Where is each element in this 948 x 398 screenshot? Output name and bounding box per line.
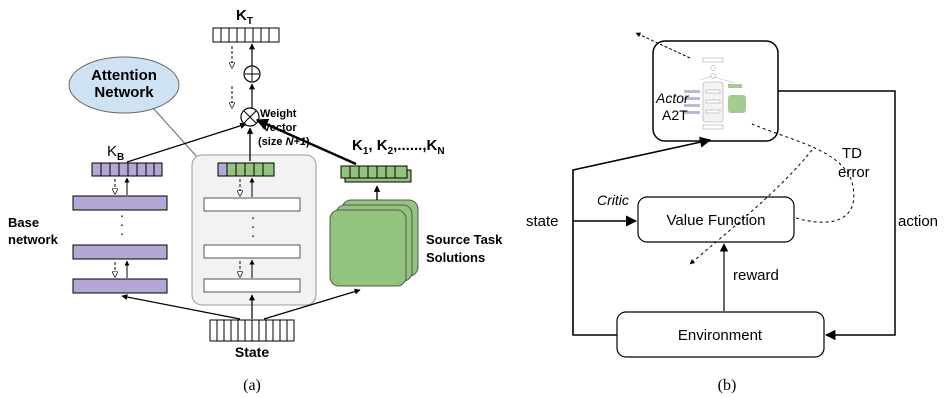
svg-text:·: · (120, 225, 125, 241)
actor-thumbnail (684, 57, 746, 130)
attention-panel (191, 154, 317, 306)
reward-label: reward (733, 267, 779, 284)
attn-layer-2 (203, 244, 301, 259)
weight-vector-line2: Vector (263, 122, 297, 134)
base-layer-3 (72, 278, 168, 294)
base-layer-2 (72, 244, 168, 260)
action-arrow (778, 90, 896, 341)
base-network-line1: Base (8, 215, 39, 230)
td-line2: error (838, 164, 870, 181)
source-tasks-line1: Source Task (426, 232, 503, 247)
source-task-boxes (329, 199, 419, 287)
attn-layer-3 (203, 278, 301, 293)
caption-b: (b) (718, 377, 737, 394)
attn-layer-1 (203, 197, 301, 212)
kb-vector (91, 162, 163, 177)
critic-label: Critic (597, 192, 629, 208)
state-to-actor-arrow (572, 136, 712, 336)
environment-label: Environment (678, 327, 763, 344)
value-function-label: Value Function (667, 212, 766, 229)
panel-a: KT Attention Network Weight Vector (size (8, 7, 503, 394)
svg-text:·: · (251, 218, 256, 234)
svg-text:·: · (120, 216, 125, 232)
td-line1: TD (842, 145, 862, 162)
attention-line2: Network (94, 84, 154, 101)
state-label-b: state (526, 213, 559, 230)
svg-text:·: · (251, 227, 256, 243)
td-error-curve (751, 123, 855, 223)
state-to-source-arrow (263, 288, 361, 320)
state-to-base-arrow (121, 294, 241, 320)
kb-to-mult-arrow (126, 122, 247, 163)
source-k-label: K1, K2,......,KN (352, 137, 445, 157)
a2t-label: A2T (662, 107, 688, 123)
state-vector (209, 319, 295, 342)
kt-vector (212, 27, 280, 43)
kb-label: KB (107, 143, 124, 163)
multiply-node (240, 107, 260, 127)
attention-network-ellipse (68, 56, 180, 114)
actor-label: Actor (655, 90, 690, 106)
base-network-line2: network (8, 232, 59, 247)
state-label-a: State (235, 344, 269, 360)
kt-label: KT (236, 7, 253, 27)
source-tasks-line2: Solutions (426, 250, 485, 265)
source-to-mult-arrow (255, 118, 357, 166)
plus-node (243, 65, 261, 83)
base-vdots: · (120, 207, 125, 223)
weight-vector-line3: (size N+1) (258, 136, 310, 148)
attention-connector (152, 107, 199, 159)
panel-b: Actor A2T Value Function Critic Environm… (526, 32, 938, 394)
td-grad-arrow (689, 149, 813, 265)
attention-line1: Attention (91, 67, 157, 84)
action-label: action (898, 213, 938, 230)
weight-vector-bar (217, 162, 275, 177)
attn-vdots: · (251, 209, 256, 225)
caption-a: (a) (243, 377, 261, 394)
weight-vector-line1: Weight (260, 108, 297, 120)
source-k-vector (340, 165, 412, 183)
base-layer-1 (72, 195, 168, 211)
